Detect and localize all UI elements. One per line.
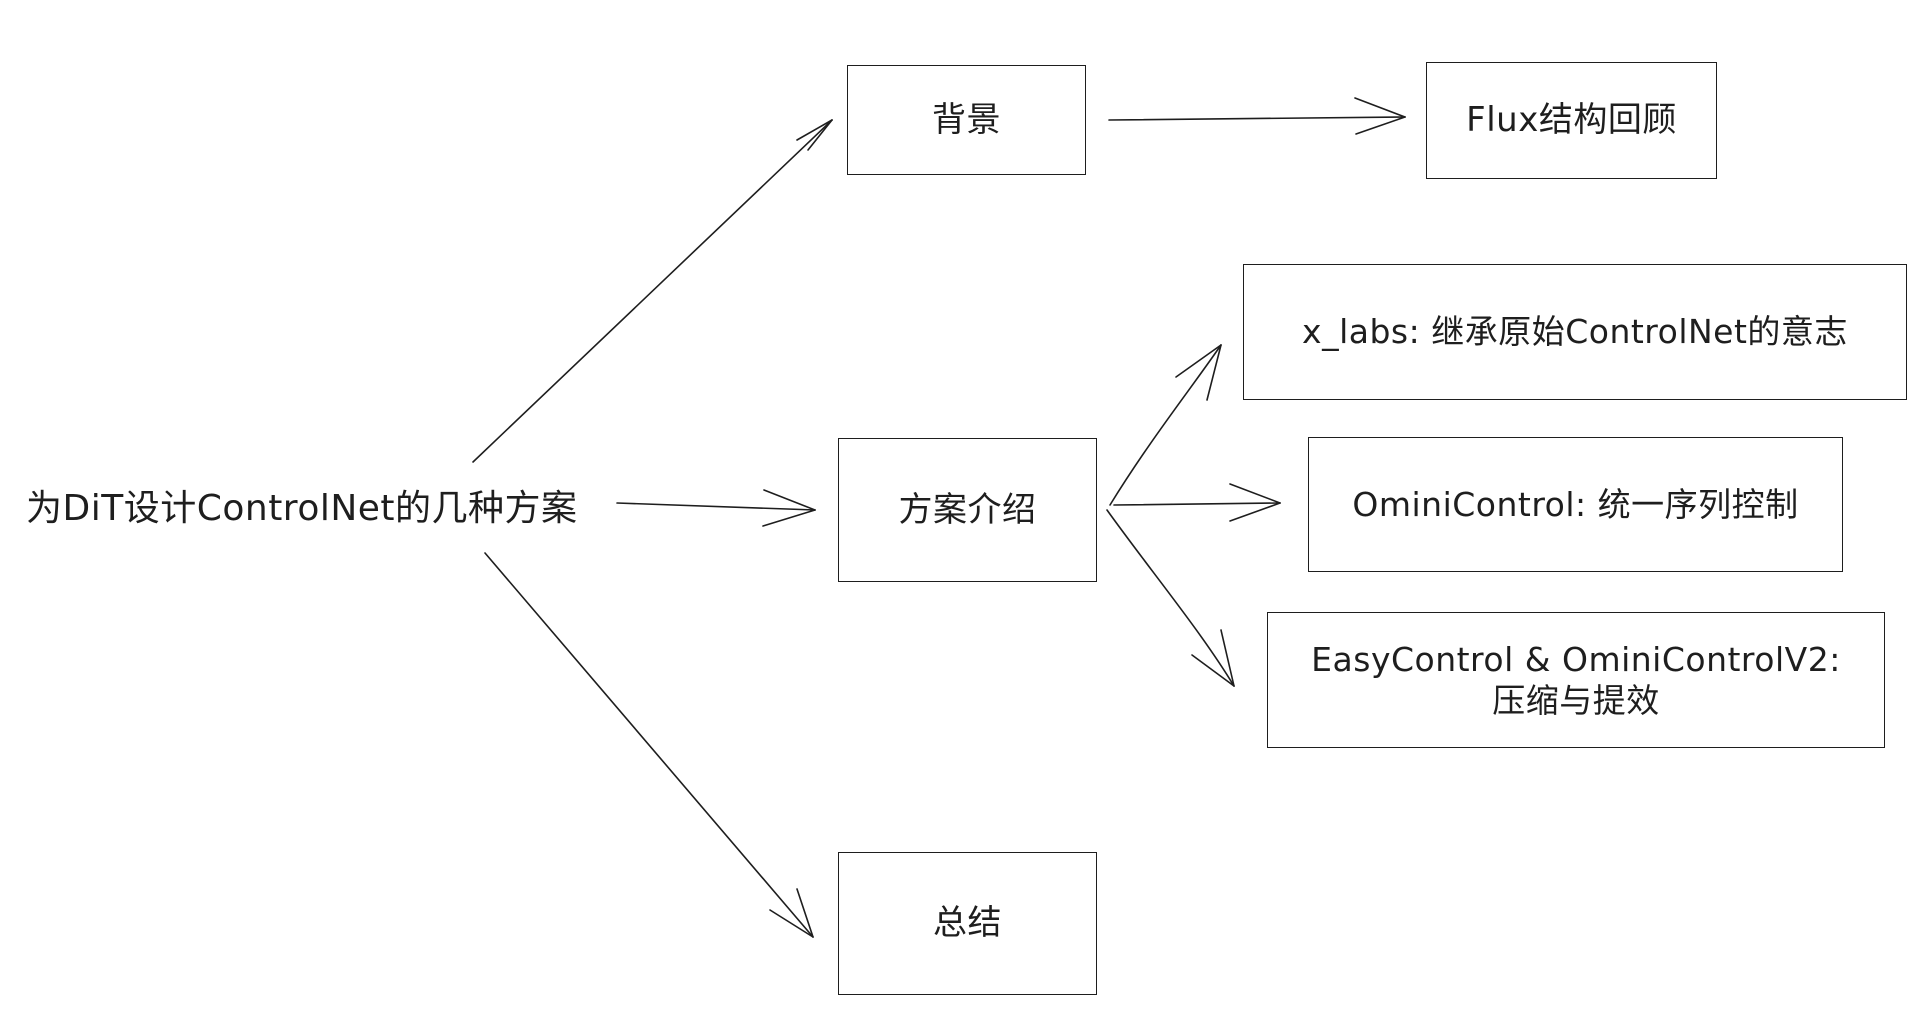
arrow-root-to-background: [472, 119, 833, 463]
arrow-root-to-summary: [484, 552, 814, 938]
node-x-labs-label: x_labs: 继承原始ControlNet的意志: [1302, 312, 1848, 352]
node-easy-control: EasyControl & OminiControlV2: 压缩与提效: [1267, 612, 1885, 748]
node-schemes: 方案介绍: [838, 438, 1097, 582]
node-easy-control-line1: EasyControl & OminiControlV2:: [1311, 639, 1841, 679]
node-schemes-label: 方案介绍: [898, 489, 1037, 530]
node-background: 背景: [847, 65, 1086, 175]
node-omini-control: OminiControl: 统一序列控制: [1308, 437, 1843, 572]
node-summary: 总结: [838, 852, 1097, 995]
arrow-background-to-flux-review: [1108, 97, 1406, 135]
arrow-schemes-to-easy-control: [1106, 509, 1235, 687]
arrow-root-to-schemes: [616, 489, 816, 527]
node-background-label: 背景: [932, 99, 1001, 140]
node-easy-control-line2: 压缩与提效: [1492, 681, 1660, 720]
node-flux-review-label: Flux结构回顾: [1466, 100, 1677, 141]
arrow-schemes-to-x-labs: [1109, 344, 1222, 506]
node-flux-review: Flux结构回顾: [1426, 62, 1717, 179]
arrow-schemes-to-omini-control: [1113, 483, 1281, 522]
node-omini-control-label: OminiControl: 统一序列控制: [1352, 484, 1799, 524]
node-x-labs: x_labs: 继承原始ControlNet的意志: [1243, 264, 1907, 400]
root-topic-label: 为DiT设计ControlNet的几种方案: [26, 488, 578, 529]
node-summary-label: 总结: [933, 903, 1002, 944]
